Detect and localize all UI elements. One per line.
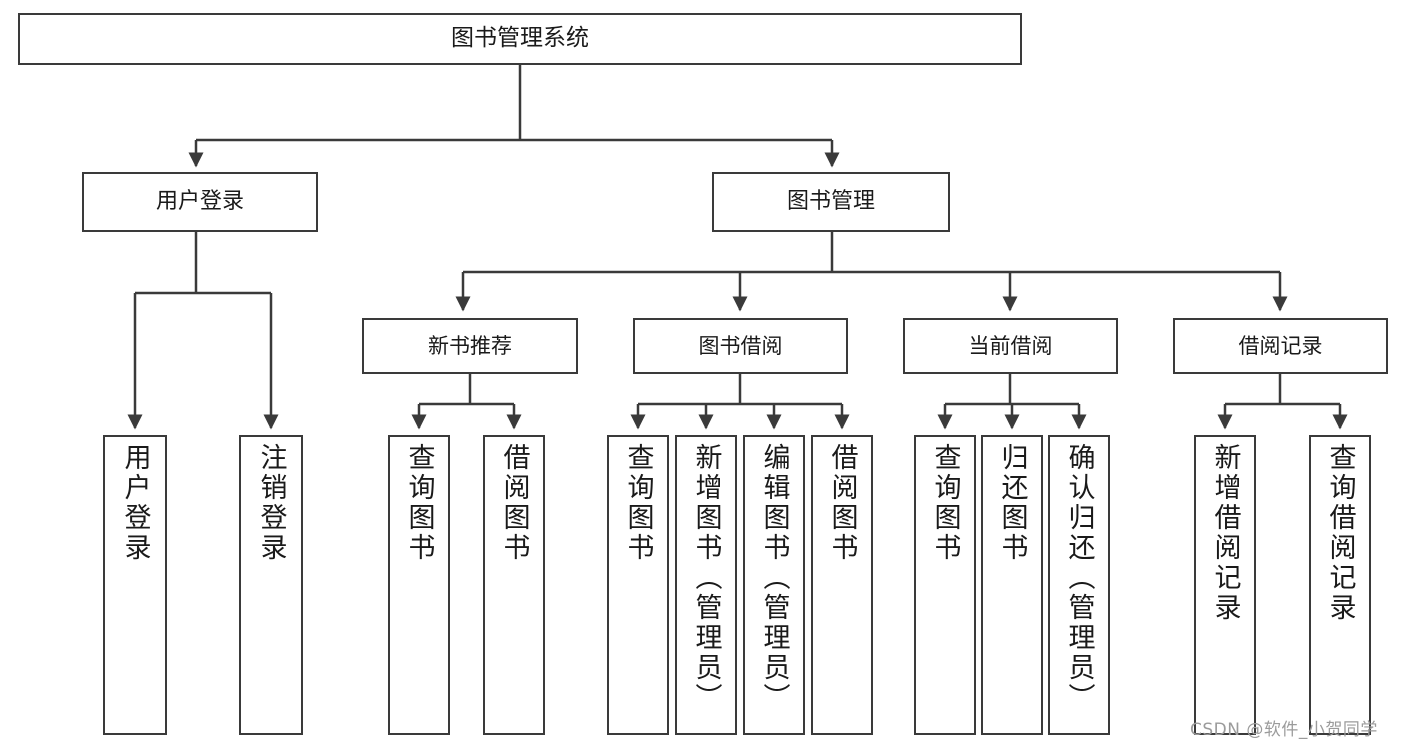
csdn-watermark-label: CSDN @软件_小贺同学 — [1190, 720, 1378, 740]
node-root-label: 图书管理系统 — [451, 25, 589, 52]
node-leaf-borrow-book-new[interactable]: 借阅图书 — [483, 435, 545, 735]
node-current-borrow[interactable]: 当前借阅 — [903, 318, 1118, 374]
node-user-login-label: 用户登录 — [155, 189, 244, 215]
node-leaf-edit-book-admin-label: 编辑图书（管理员） — [758, 443, 790, 713]
node-borrow-record[interactable]: 借阅记录 — [1173, 318, 1388, 374]
node-leaf-return-book-label: 归还图书 — [996, 443, 1028, 563]
node-leaf-query-book-borrow[interactable]: 查询图书 — [607, 435, 669, 735]
node-new-book-recommend-label: 新书推荐 — [428, 333, 512, 358]
node-leaf-user-login[interactable]: 用户登录 — [103, 435, 167, 735]
node-leaf-query-borrow-record-label: 查询借阅记录 — [1324, 443, 1356, 623]
node-leaf-logout-label: 注销登录 — [255, 443, 287, 563]
node-leaf-add-book-admin-label: 新增图书（管理员） — [690, 443, 722, 713]
node-root[interactable]: 图书管理系统 — [18, 13, 1022, 65]
node-leaf-add-book-admin[interactable]: 新增图书（管理员） — [675, 435, 737, 735]
node-user-login[interactable]: 用户登录 — [82, 172, 318, 232]
node-leaf-edit-book-admin[interactable]: 编辑图书（管理员） — [743, 435, 805, 735]
node-leaf-confirm-return-admin-label: 确认归还（管理员） — [1063, 443, 1095, 713]
node-new-book-recommend[interactable]: 新书推荐 — [362, 318, 578, 374]
node-leaf-query-book-new-label: 查询图书 — [403, 443, 435, 563]
node-current-borrow-label: 当前借阅 — [968, 333, 1053, 358]
node-book-management-label: 图书管理 — [786, 189, 875, 215]
node-book-management[interactable]: 图书管理 — [712, 172, 950, 232]
node-leaf-confirm-return-admin[interactable]: 确认归还（管理员） — [1048, 435, 1110, 735]
node-leaf-add-borrow-record-label: 新增借阅记录 — [1209, 443, 1241, 623]
node-leaf-logout[interactable]: 注销登录 — [239, 435, 303, 735]
node-leaf-query-book-borrow-label: 查询图书 — [622, 443, 654, 563]
node-leaf-borrow-book-label: 借阅图书 — [826, 443, 858, 563]
node-leaf-query-book-new[interactable]: 查询图书 — [388, 435, 450, 735]
node-leaf-return-book[interactable]: 归还图书 — [981, 435, 1043, 735]
node-leaf-user-login-label: 用户登录 — [119, 443, 151, 563]
node-leaf-query-borrow-record[interactable]: 查询借阅记录 — [1309, 435, 1371, 735]
node-leaf-borrow-book[interactable]: 借阅图书 — [811, 435, 873, 735]
node-leaf-query-book-current[interactable]: 查询图书 — [914, 435, 976, 735]
node-borrow-record-label: 借阅记录 — [1238, 333, 1323, 358]
node-leaf-query-book-current-label: 查询图书 — [929, 443, 961, 563]
csdn-watermark: CSDN @软件_小贺同学 — [1190, 715, 1378, 740]
node-book-borrow-label: 图书借阅 — [698, 333, 783, 358]
node-leaf-borrow-book-new-label: 借阅图书 — [498, 443, 530, 563]
node-book-borrow[interactable]: 图书借阅 — [633, 318, 848, 374]
node-leaf-add-borrow-record[interactable]: 新增借阅记录 — [1194, 435, 1256, 735]
